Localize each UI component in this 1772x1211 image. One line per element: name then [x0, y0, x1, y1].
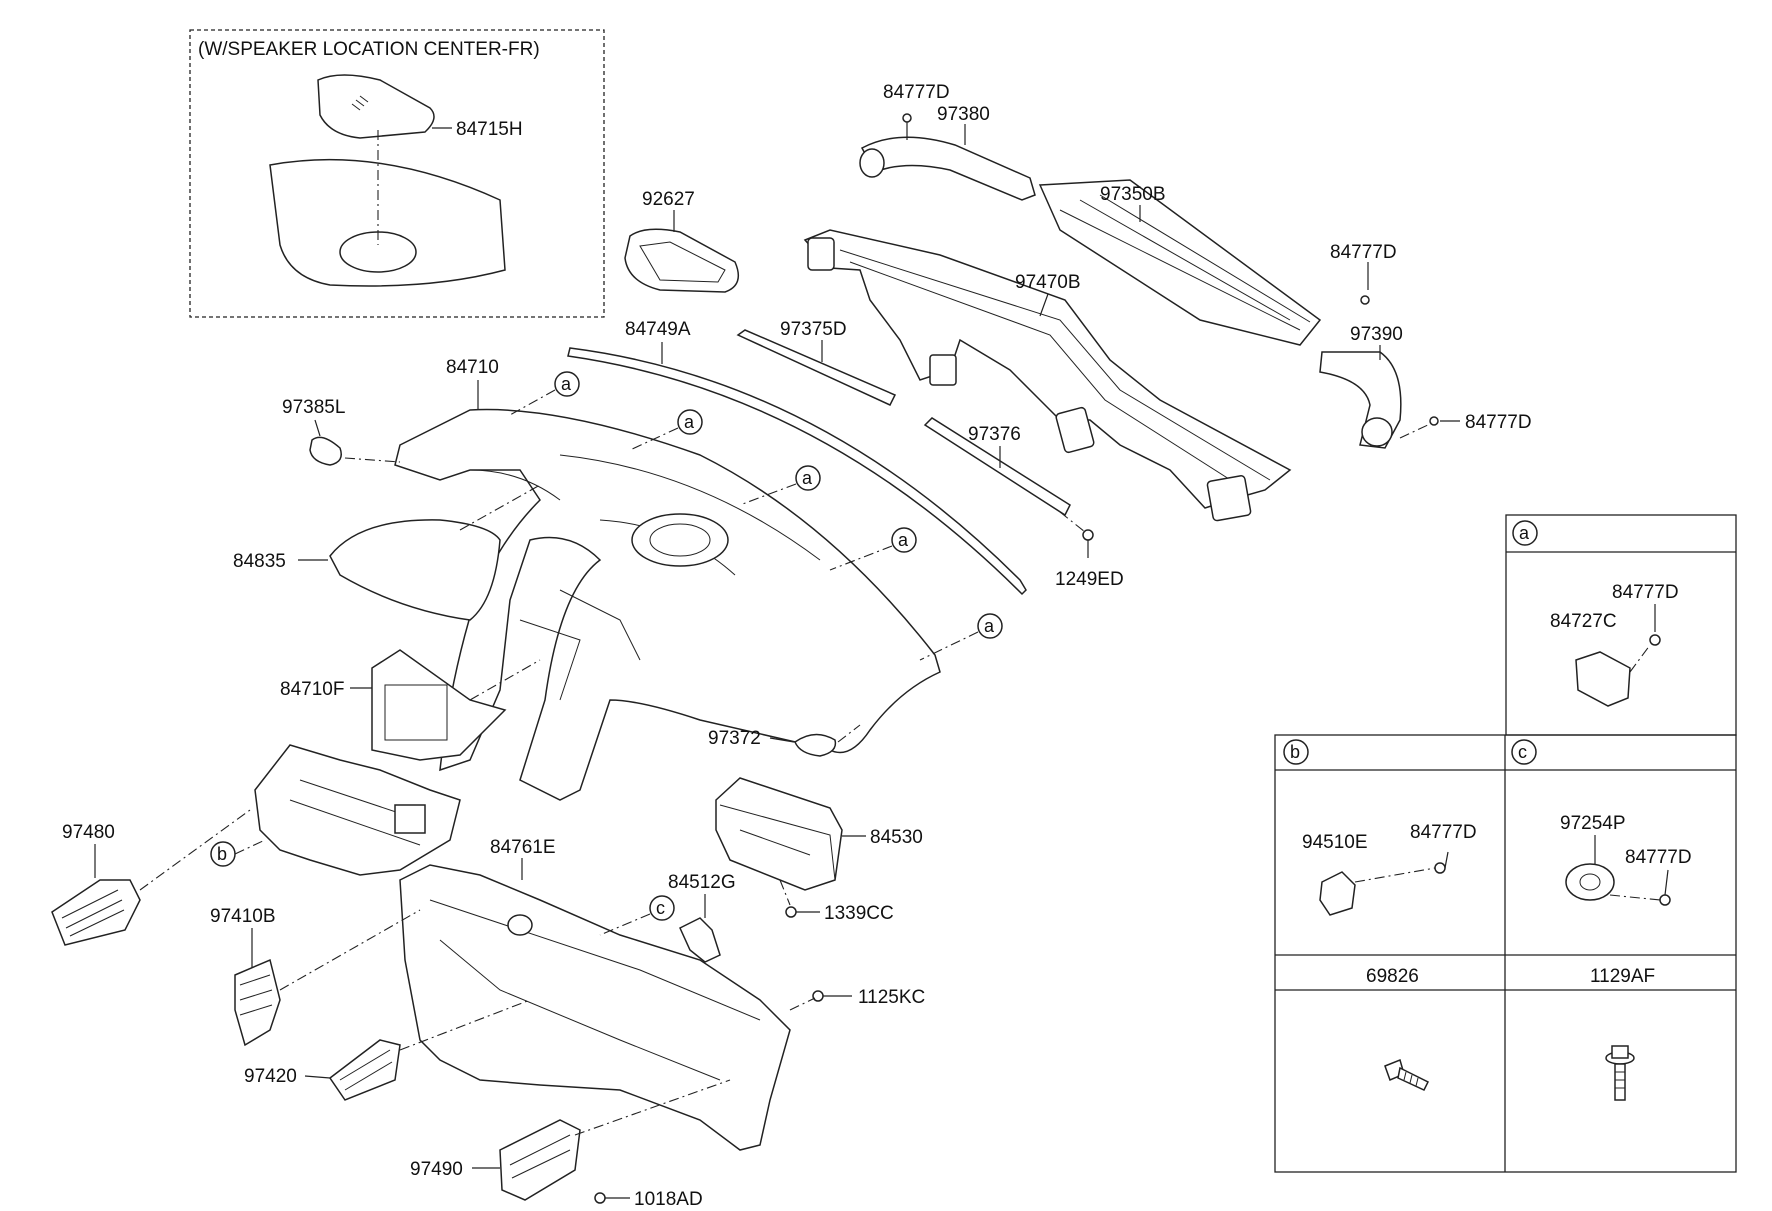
strip-97376 — [923, 417, 1071, 517]
callout-a-3: a — [802, 468, 813, 488]
lower-panel-left — [254, 744, 461, 876]
legend-b-part-1: 94510E — [1302, 832, 1368, 853]
label-84749A: 84749A — [625, 319, 691, 340]
label-97385L: 97385L — [282, 397, 345, 418]
vent-grille-97385L — [309, 436, 342, 466]
vent-grille-97372 — [794, 733, 837, 757]
inset-title: (W/SPEAKER LOCATION CENTER-FR) — [198, 39, 540, 60]
callout-a-2: a — [684, 412, 695, 432]
label-1339CC: 1339CC — [824, 903, 894, 924]
callout-b: b — [217, 844, 227, 864]
duct-97470B — [803, 229, 1292, 509]
vent-97490 — [499, 1119, 581, 1201]
grille-mark — [351, 95, 369, 111]
label-97390: 97390 — [1350, 324, 1403, 345]
label-84512G: 84512G — [668, 872, 736, 893]
callout-c: c — [656, 898, 665, 918]
label-84710F: 84710F — [280, 679, 344, 700]
label-97420: 97420 — [244, 1066, 297, 1087]
vent-97410B — [234, 958, 281, 1047]
legend-b-switch — [1319, 871, 1356, 916]
label-84777D-r1: 84777D — [1330, 242, 1397, 263]
legend-a-letter: a — [1519, 523, 1530, 543]
callout-a-4: a — [898, 530, 909, 550]
label-84715H: 84715H — [456, 119, 523, 140]
label-1125KC: 1125KC — [858, 987, 925, 1008]
legend-b-letter: b — [1290, 742, 1300, 762]
legend-c-part-1: 97254P — [1560, 813, 1626, 834]
label-97376: 97376 — [968, 424, 1021, 445]
label-97480: 97480 — [62, 822, 115, 843]
flange-bolt-icon — [1605, 1045, 1635, 1101]
inset-dash-section — [269, 158, 506, 287]
legend-table: a 84777D 84727C b c 94510E 84777D 97254P… — [1274, 514, 1737, 1173]
duct-parts: 84777D 97380 97350B 84777D 97390 84777D … — [624, 82, 1532, 590]
label-92627: 92627 — [642, 189, 695, 210]
speaker-location-inset: (W/SPEAKER LOCATION CENTER-FR) 84715H — [189, 29, 605, 318]
crash-pad-assembly: 84749A 84710 a a a a a 97385L 84835 — [233, 319, 1027, 801]
legend-a-part-2: 84727C — [1550, 611, 1617, 632]
legend-b-part-2: 84777D — [1410, 822, 1477, 843]
legend-fastener-2-label: 1129AF — [1590, 966, 1655, 987]
legend-fastener-1-label: 69826 — [1366, 966, 1419, 987]
bezel-84710F — [371, 649, 507, 761]
speaker-grille-92627 — [624, 228, 740, 293]
legend-c-part-2: 84777D — [1625, 847, 1692, 868]
label-84777D-top: 84777D — [883, 82, 950, 103]
speaker-grille-cover — [317, 74, 435, 139]
label-97410B: 97410B — [210, 906, 276, 927]
legend-c-letter: c — [1518, 742, 1527, 762]
duct-97380 — [860, 136, 1036, 201]
vent-97420 — [328, 1039, 401, 1101]
label-97380: 97380 — [937, 104, 990, 125]
cowl-cross-bar-84761E — [399, 864, 791, 1151]
label-1018AD: 1018AD — [634, 1189, 703, 1210]
label-84530: 84530 — [870, 827, 923, 848]
label-97470B: 97470B — [1015, 272, 1081, 293]
label-84761E: 84761E — [490, 837, 556, 858]
bracket-84512G — [679, 917, 721, 963]
legend-c-component — [1565, 863, 1615, 901]
strip-84749A — [567, 347, 1027, 596]
label-84710: 84710 — [446, 357, 499, 378]
cowl-cross-bar-assembly: b 84761E c 97480 97410B 97420 97490 — [51, 744, 925, 1210]
label-97372: 97372 — [708, 728, 761, 749]
legend-a-bracket — [1575, 651, 1631, 707]
legend-a-part-1: 84777D — [1612, 582, 1679, 603]
callout-a-1: a — [561, 374, 572, 394]
cover-84835 — [329, 519, 501, 621]
callout-a-5: a — [984, 616, 995, 636]
strip-97375D — [736, 329, 897, 406]
tapping-screw-icon — [1384, 1058, 1430, 1091]
label-1249ED: 1249ED — [1055, 569, 1124, 590]
label-84835: 84835 — [233, 551, 286, 572]
duct-97350B — [1038, 179, 1322, 346]
label-84777D-r2: 84777D — [1465, 412, 1532, 433]
label-97490: 97490 — [410, 1159, 463, 1180]
label-97375D: 97375D — [780, 319, 847, 340]
label-97350B: 97350B — [1100, 184, 1166, 205]
